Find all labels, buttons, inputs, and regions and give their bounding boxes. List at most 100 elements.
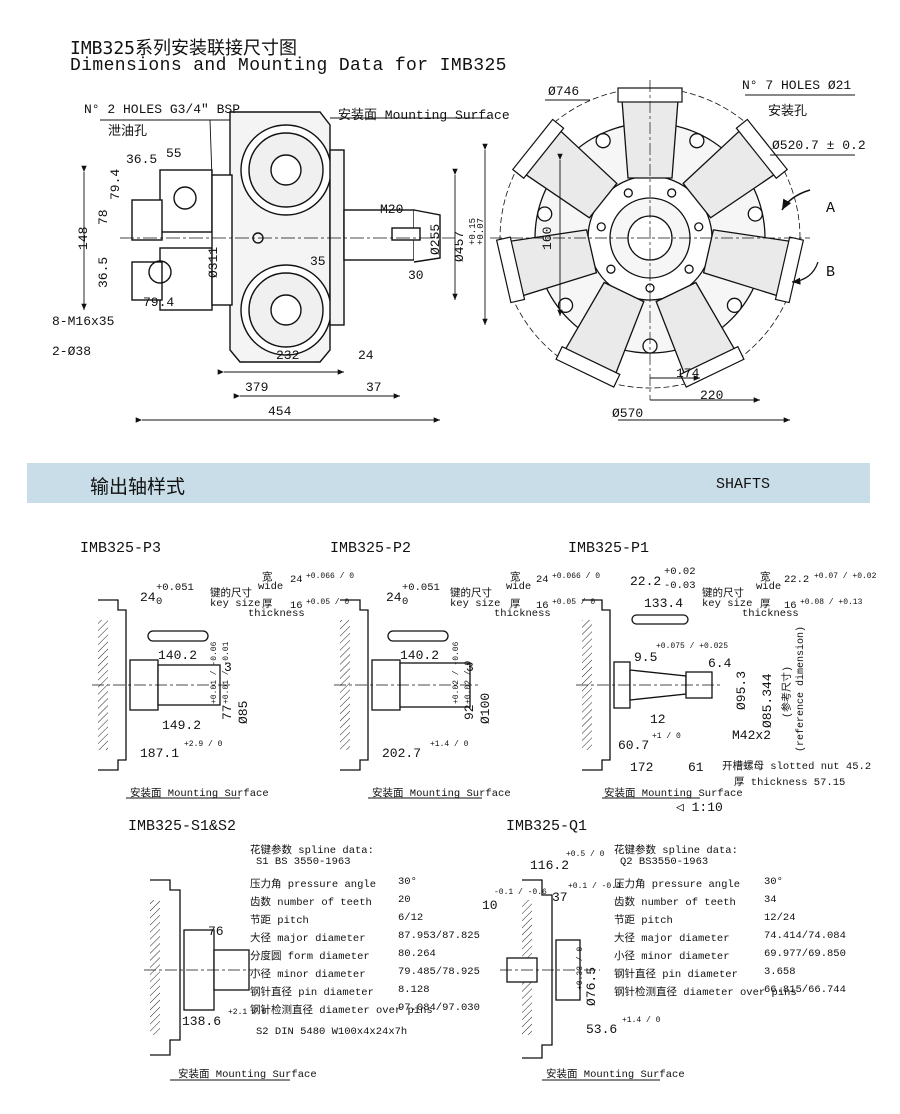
dim-36-5-top: 36.5 [126,152,158,167]
p3-dim-77-tol: +0.01 / -0.06 [210,641,219,704]
spline-row-value: 6/12 [398,912,424,924]
p1-dim-d85-344: Ø85.344 [760,673,775,728]
inner-bolt [623,188,633,198]
dim-379: 379 [245,380,269,395]
dim-232: 232 [276,348,300,363]
p2-wide-tol: +0.066 / 0 [552,572,601,581]
p2-dim-d100: Ø100 [478,692,493,724]
p2-key-size-cn: 键的尺寸 [450,588,492,600]
spline-row-label: 压力角 pressure angle [614,879,741,891]
dim-30: 30 [408,268,424,283]
shaft-p2-drawing [334,599,482,799]
spline-row-value: 34 [764,894,777,906]
mount-hole [595,133,611,149]
p3-dim-77: 77 [220,704,235,720]
p2-dim-92-tol: +0.02 / -0.06 [452,641,461,704]
dim-79-4-top: 79.4 [108,168,123,200]
p1-thick-cn: 厚 [760,599,771,611]
p1-thick-val: 16 [784,600,797,612]
dim-24: 24 [358,348,374,363]
shaft-p1-drawing [576,599,720,799]
s-dim-138-tol: +2.1 / 0 [228,1008,267,1017]
s-dim-76: 76 [208,924,224,939]
spline-row-label: 分度圆 form diameter [250,951,370,963]
spline-row-value: 20 [398,894,411,906]
p1-wide-cn: 宽 [760,572,771,584]
p3-key-tol-up: +0.051 [156,582,194,594]
p3-dim-187-tol: +2.9 / 0 [184,740,223,749]
p3-key-tol-lo: 0 [156,596,163,608]
p2-thick-en: thickness [494,608,551,620]
p3-thick-val: 16 [290,600,303,612]
spline-row-label: 钢针检测直径 diameter over pins [250,1005,433,1017]
p2-wide-cn: 宽 [510,572,521,584]
p2-dim-202-tol: +1.4 / 0 [430,740,469,749]
p1-dim-9-5-tol: +0.075 / +0.025 [656,642,729,651]
dim-m20: M20 [380,202,404,217]
q-standard: Q2 BS3550-1963 [620,856,709,868]
s-s2: S2 DIN 5480 W100x4x24x7h [256,1026,408,1038]
title-en: Dimensions and Mounting Data for IMB325 [70,56,507,76]
spline-row-value: 3.658 [764,966,796,978]
p2-key: 24 [386,590,402,605]
q-dim-37-tol: +0.1 / -0.4 [568,882,621,891]
p1-dim-60-7: 60.7 [618,738,650,753]
p1-nut-thick: 厚 thickness 57.15 [734,777,846,789]
dim-220: 220 [700,388,724,403]
p1-thick-en: thickness [742,608,799,620]
q-spline-title: 花键参数 spline data: [614,845,738,857]
spline-row-value: 97.084/97.030 [398,1002,480,1014]
p2-key-tol-up: +0.051 [402,582,440,594]
piston-arm [555,281,645,388]
mount-hole [537,206,553,222]
p2-wide-en: wide [506,581,532,593]
spline-row-value: 69.977/69.850 [764,948,846,960]
dim-d311: Ø311 [206,246,221,278]
p1-dim-m42: M42x2 [732,728,772,743]
q-dim-53-tol: +1.4 / 0 [622,1016,661,1025]
p1-mount: 安装面 Mounting Surface [604,788,743,800]
drain-holes-label: N° 2 HOLES G3/4" BSP [84,102,241,117]
spline-row-label: 齿数 number of teeth [614,897,736,909]
inner-bolt [684,264,694,274]
p3-thick-tol: +0.05 / 0 [306,598,350,607]
q-dim-10: 10 [482,898,498,913]
inner-bolt [596,222,606,232]
p1-nut: 开槽螺母 slotted nut 45.2 [722,761,872,773]
dim-160: 160 [540,226,555,250]
q-dim-53: 53.6 [586,1022,618,1037]
shaft-q-title: IMB325-Q1 [506,818,588,835]
dim-79-4-bottom: 79.4 [143,295,175,310]
dim-d255: Ø255 [428,223,443,255]
spline-row-value: 12/24 [764,912,796,924]
p1-dim-60-7-tol: +1 / 0 [652,732,681,741]
inner-bolt [606,264,616,274]
p1-key: 22.2 [630,574,662,589]
s-dim-138: 138.6 [182,1014,222,1029]
spline-row: 小径 minor diameter 69.977/69.850 [614,948,864,966]
s-standard: S1 BS 3550-1963 [256,856,351,868]
spline-row-label: 节距 pitch [614,915,673,927]
p2-key-size-en: key size [450,598,501,610]
spline-row: 节距 pitch 12/24 [614,912,864,930]
mount-hole [557,297,574,313]
p1-dim-61: 61 [688,760,704,775]
shaft-s-drawing [144,879,290,1081]
mounting-surface-label: 安装面 Mounting Surface [338,108,510,123]
dim-174: 174 [676,366,700,381]
p2-dim-3: 3 [466,660,474,675]
p3-wide-tol: +0.066 / 0 [306,572,355,581]
rotation-a-label: A [826,200,836,217]
p1-wide-tol: +0.07 / +0.02 [814,572,877,581]
spline-row-value: 79.485/78.925 [398,966,480,978]
spline-row-label: 小径 minor diameter [614,951,730,963]
spline-row-label: 钢针直径 pin diameter [250,987,374,999]
p3-key-size-en: key size [210,598,261,610]
shafts-section-cn: 输出轴样式 [90,476,186,498]
shafts-section-en: SHAFTS [716,476,771,493]
title-cn: IMB325系列安装联接尺寸图 [70,38,298,59]
